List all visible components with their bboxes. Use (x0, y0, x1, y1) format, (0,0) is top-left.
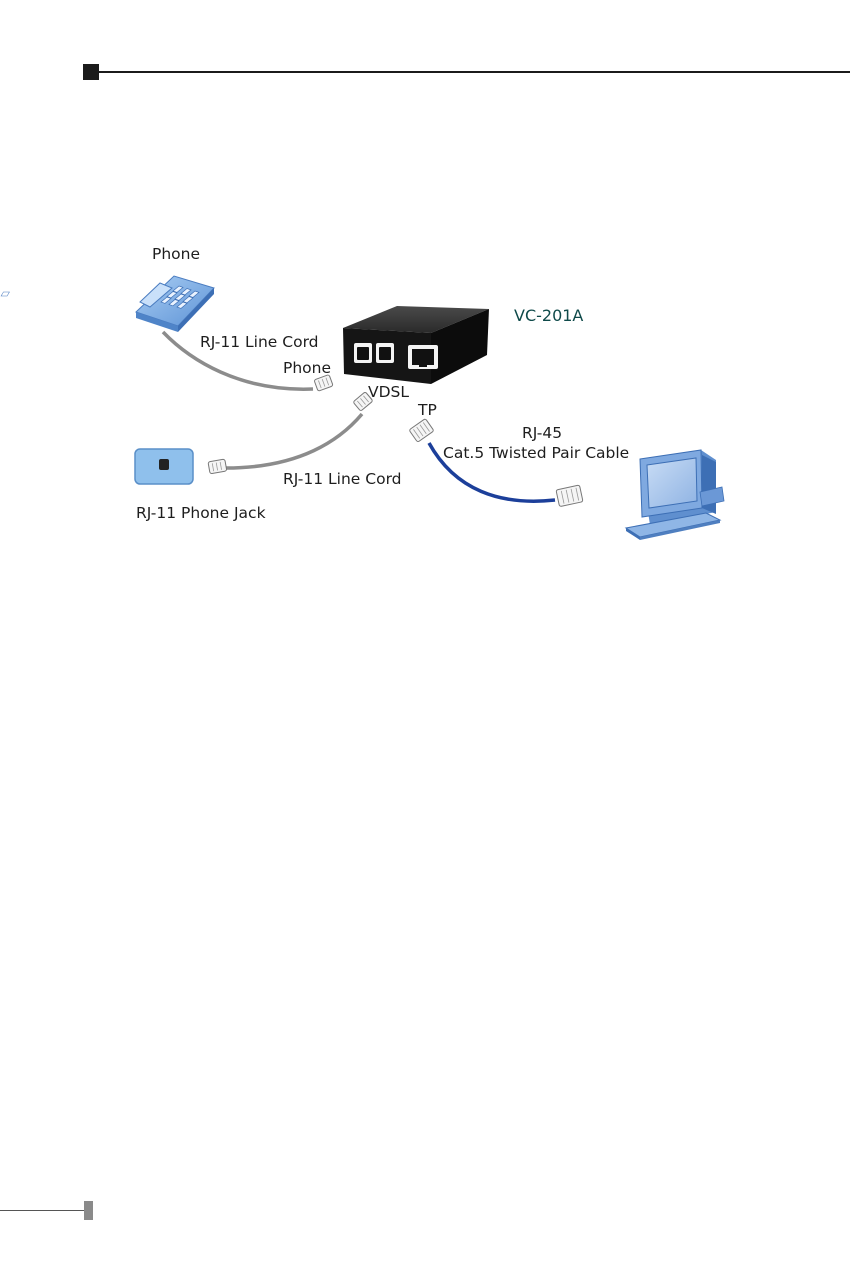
phone-label: Phone (152, 245, 200, 263)
tp-port-label: TP (417, 401, 437, 419)
rj45-plug-icon (409, 418, 434, 443)
cat5-cable (427, 442, 556, 503)
footer-marker (84, 1201, 93, 1220)
rj11-line-cord-label: RJ-11 Line Cord (200, 333, 319, 351)
computer-icon (624, 449, 725, 540)
phone-jack-label: RJ-11 Phone Jack (136, 504, 266, 522)
rj11-plug-icon (207, 458, 228, 475)
rj45-plug-icon (555, 484, 584, 507)
rj11-plug-icon (314, 374, 334, 392)
rj11-line-cord-label: RJ-11 Line Cord (283, 470, 402, 488)
phone-jack-icon (134, 448, 194, 485)
rj11-cord-phone (161, 330, 314, 391)
phone-port-label: Phone (283, 359, 331, 377)
footer-rule (0, 1210, 84, 1211)
vdsl-port-label: VDSL (368, 383, 409, 401)
rj45-label: RJ-45 (522, 424, 562, 442)
vdsl-converter-icon (343, 306, 489, 384)
cat5-cable-label: Cat.5 Twisted Pair Cable (443, 444, 629, 462)
header-marker (83, 64, 99, 80)
model-label: VC-201A (514, 306, 583, 325)
rj11-plug-icon (353, 392, 373, 411)
header-rule (99, 71, 850, 73)
telephone-icon (0, 275, 215, 332)
rj11-cord-jack (225, 412, 364, 470)
